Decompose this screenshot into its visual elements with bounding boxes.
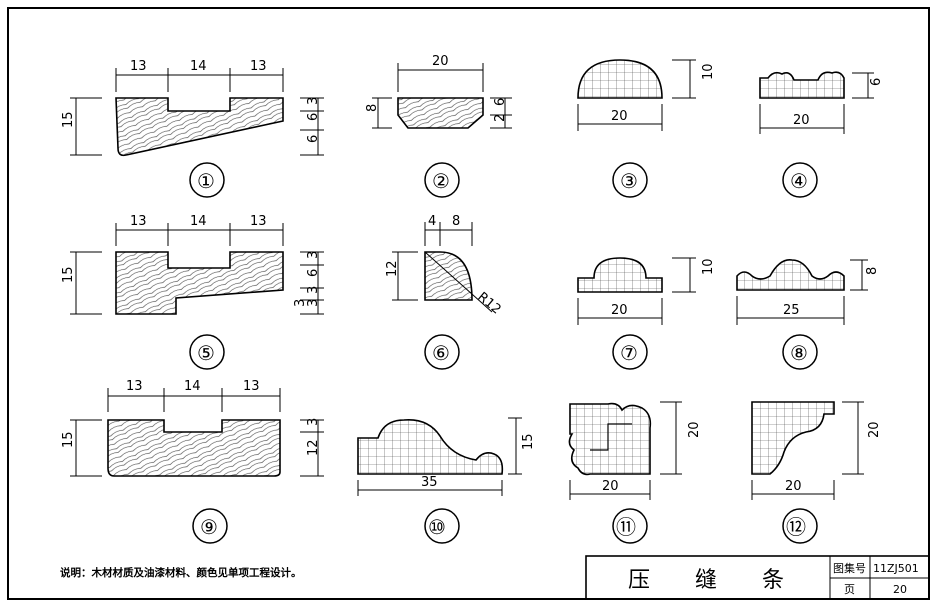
dim-6a: 4: [428, 214, 436, 229]
dim-1c: 13: [250, 59, 267, 74]
dim-9a: 13: [126, 379, 143, 394]
dim-1e: 3: [306, 97, 321, 105]
dim-11a: 20: [602, 479, 619, 494]
detail-number: ③: [620, 169, 638, 193]
dim-1b: 14: [190, 59, 207, 74]
dim-3b: 10: [701, 63, 716, 80]
detail-8: 25 8 ⑧: [736, 259, 880, 370]
detail-number: ④: [790, 169, 808, 193]
dim-5d: 15: [61, 266, 76, 283]
detail-number: ②: [432, 169, 450, 193]
dim-4b: 6: [869, 78, 884, 86]
dim-2d: 2: [493, 114, 508, 122]
detail-5: 13 14 13 15 3 6 3 3 3 ⑤: [61, 214, 324, 370]
detail-12: 20 20 ⑫: [751, 401, 882, 544]
sheet-border: [7, 7, 930, 600]
dim-1a: 13: [130, 59, 147, 74]
detail-11: 20 20 ⑪: [568, 401, 702, 544]
dim-5f: 6: [306, 269, 321, 277]
page-label: 页: [844, 583, 855, 596]
atlas-value: 11ZJ501: [873, 562, 919, 575]
page-value: 20: [893, 583, 907, 596]
detail-number: ⑩: [428, 515, 446, 539]
title-block: 压 缝 条 图集号 11ZJ501 页 20: [585, 555, 930, 600]
dim-12b: 20: [867, 421, 882, 438]
dim-5e: 3: [306, 251, 321, 259]
title-char-1: 压: [628, 568, 650, 593]
title-char-3: 条: [762, 568, 784, 593]
detail-3: 20 10 ③: [577, 59, 716, 198]
detail-number: ⑦: [620, 341, 638, 365]
dim-9c: 13: [243, 379, 260, 394]
dim-5i: 3: [293, 299, 308, 307]
dim-7b: 10: [701, 258, 716, 275]
detail-1: 13 14 13 15 3 6 6 ①: [61, 59, 324, 198]
dim-2b: 8: [365, 104, 380, 112]
dim-5b: 14: [190, 214, 207, 229]
detail-number: ⑨: [200, 515, 218, 539]
dim-8b: 8: [865, 267, 880, 275]
dim-1f: 6: [306, 113, 321, 121]
detail-2: 20 8 6 2 ②: [365, 54, 512, 198]
dim-4a: 20: [793, 113, 810, 128]
dim-12a: 20: [785, 479, 802, 494]
detail-number: ①: [197, 169, 215, 193]
dim-11b: 20: [687, 421, 702, 438]
detail-number: ⑥: [432, 341, 450, 365]
detail-number: ⑪: [616, 515, 636, 539]
dim-1g: 6: [306, 135, 321, 143]
dim-6d: R12: [474, 290, 503, 318]
dim-5g: 3: [306, 286, 321, 294]
title-char-2: 缝: [695, 568, 717, 593]
detail-number: ⑤: [197, 341, 215, 365]
detail-6: 4 8 12 R12 ⑥: [385, 214, 504, 370]
dim-7a: 20: [611, 303, 628, 318]
dim-9d: 15: [61, 431, 76, 448]
dim-2c: 6: [493, 98, 508, 106]
atlas-label: 图集号: [833, 561, 866, 575]
dim-8a: 25: [783, 303, 800, 318]
dim-6c: 12: [385, 260, 400, 277]
detail-10: 35 15 ⑩: [357, 417, 536, 544]
dim-6b: 8: [452, 214, 460, 229]
dim-10a: 35: [421, 475, 438, 490]
dim-9e: 3: [306, 418, 321, 426]
dim-9b: 14: [184, 379, 201, 394]
detail-4: 20 6 ④: [759, 71, 884, 198]
dim-9f: 12: [306, 439, 321, 456]
note-text: 说明：木材材质及油漆材料、颜色见单项工程设计。: [60, 566, 302, 579]
dim-3a: 20: [611, 109, 628, 124]
detail-9: 13 14 13 15 3 12 ⑨: [61, 379, 324, 544]
dim-10b: 15: [521, 433, 536, 450]
dim-2a: 20: [432, 54, 449, 69]
dim-5a: 13: [130, 214, 147, 229]
dim-1d: 15: [61, 111, 76, 128]
detail-7: 20 10 ⑦: [577, 257, 716, 370]
detail-number: ⑫: [786, 515, 806, 539]
dim-5h: 3: [306, 299, 321, 307]
detail-number: ⑧: [790, 341, 808, 365]
dim-5c: 13: [250, 214, 267, 229]
